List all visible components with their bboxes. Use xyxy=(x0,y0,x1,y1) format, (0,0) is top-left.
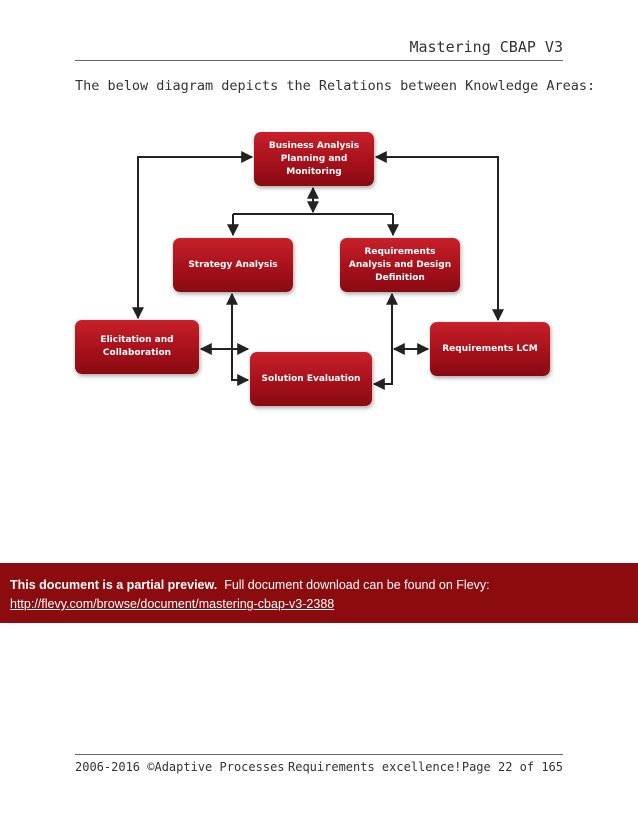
node-elicitation-collaboration: Elicitation and Collaboration xyxy=(75,320,199,374)
header-divider xyxy=(75,60,563,61)
preview-banner: This document is a partial preview. Full… xyxy=(0,563,638,623)
connector-bapm-lcm xyxy=(374,151,504,322)
node-strategy-analysis: Strategy Analysis xyxy=(173,238,293,292)
node-requirements-lcm: Requirements LCM xyxy=(430,322,550,376)
banner-strong-text: This document is a partial preview. xyxy=(10,578,218,592)
connector-strategy-solution xyxy=(226,292,250,386)
node-solution-evaluation: Solution Evaluation xyxy=(250,352,372,406)
footer-tagline: Requirements excellence! xyxy=(288,760,462,774)
connector-radd-solution xyxy=(372,292,398,390)
node-requirements-analysis-design: Requirements Analysis and Design Definit… xyxy=(340,238,460,292)
banner-message: This document is a partial preview. Full… xyxy=(10,578,490,592)
connector-bapm-elicitation xyxy=(132,151,254,320)
node-business-analysis-planning: Business Analysis Planning and Monitorin… xyxy=(254,132,374,186)
diagram-connectors xyxy=(132,151,504,390)
banner-text: Full document download can be found on F… xyxy=(224,578,490,592)
knowledge-areas-diagram: Business Analysis Planning and Monitorin… xyxy=(75,132,550,406)
document-header-title: Mastering CBAP V3 xyxy=(409,38,563,56)
footer-page-number: Page 22 of 165 xyxy=(461,760,563,774)
download-link[interactable]: http://flevy.com/browse/document/masteri… xyxy=(10,597,335,611)
footer-copyright: 2006-2016 ©Adaptive Processes xyxy=(75,760,285,774)
intro-paragraph: The below diagram depicts the Relations … xyxy=(75,78,596,94)
footer-divider xyxy=(75,754,563,755)
